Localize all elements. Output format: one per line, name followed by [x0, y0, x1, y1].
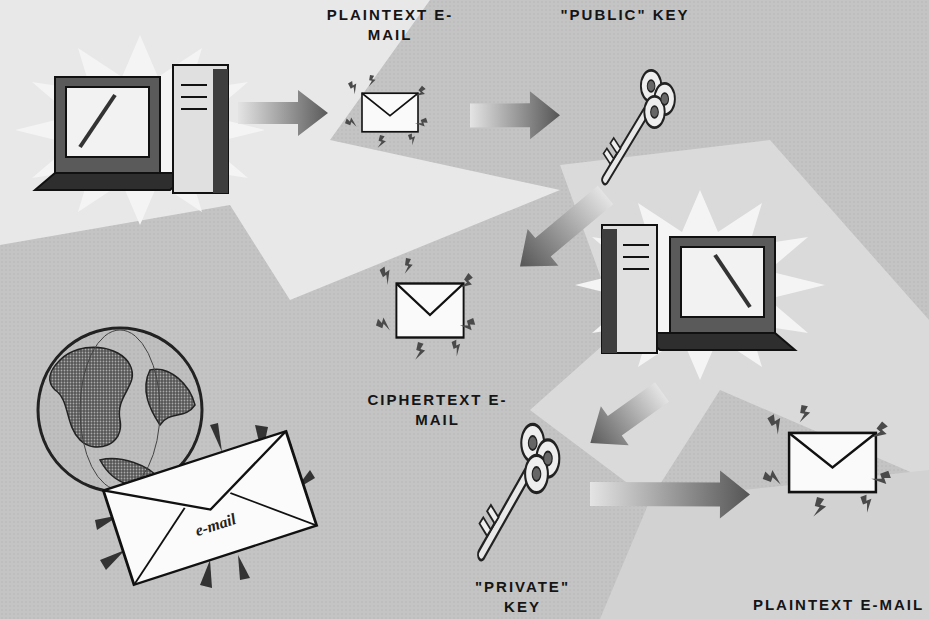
key-bow-hole: [532, 467, 541, 481]
flow-arrow: [520, 186, 613, 267]
light-zigzag-band: [0, 0, 560, 300]
node-label: PLAINTEXT E-MAIL: [310, 5, 470, 45]
envelope-node: PLAINTEXT E-MAIL: [750, 400, 927, 615]
flow-arrow-shape: [576, 372, 676, 462]
envelope-flap: [789, 433, 876, 468]
envelope-fold: [230, 471, 316, 548]
node-label: "PRIVATE" KEY: [455, 577, 590, 617]
lightning-bolt: [414, 86, 427, 101]
lightning-bolt: [368, 75, 376, 87]
node-label: CIPHERTEXT E-MAIL: [355, 390, 520, 430]
key-node: "PRIVATE" KEY: [455, 412, 590, 617]
envelope-body: [103, 431, 316, 585]
lightning-bolt: [348, 80, 360, 95]
computer-base: [640, 333, 795, 350]
key-bow-hole: [651, 106, 659, 118]
lightning-bolt: [763, 468, 784, 486]
lightning-bolt: [860, 493, 875, 513]
key-bow-hole: [544, 452, 553, 466]
drive-slot: [181, 84, 207, 86]
lightning-bolt: [812, 497, 828, 519]
envelope-fold: [116, 508, 202, 585]
envelope-node: CIPHERTEXT E-MAIL: [355, 258, 520, 430]
node-label: "PUBLIC" KEY: [560, 5, 690, 25]
starburst-shape: [575, 190, 825, 380]
lightning-bolt: [377, 135, 387, 149]
lightning-bolt: [415, 118, 429, 130]
key-bow-hole: [661, 93, 669, 105]
globe-land: [146, 369, 195, 425]
label-group: CIPHERTEXT E-MAIL: [355, 390, 520, 430]
ray: [238, 555, 250, 580]
tower-side: [213, 69, 228, 193]
monitor-body: [670, 237, 775, 333]
node-label: PLAINTEXT E-MAIL: [750, 595, 927, 615]
monitor-body: [55, 77, 160, 173]
computer-icon: [35, 65, 228, 193]
ray: [210, 423, 222, 452]
globe-meridian: [80, 330, 160, 490]
starburst: [575, 190, 825, 380]
flow-arrow: [238, 90, 328, 136]
computer-tower: [602, 225, 657, 353]
lightning-bolt: [414, 342, 426, 362]
lightning-bolt: [452, 339, 463, 357]
drive-slot: [623, 244, 649, 246]
key-bow-hole: [647, 80, 655, 92]
lightning-bolt: [870, 421, 891, 444]
ray: [200, 560, 212, 588]
monitor-screen: [66, 87, 149, 157]
tower-side: [602, 229, 617, 353]
node-icon: [470, 412, 565, 567]
lightning-bolt: [404, 258, 414, 275]
computer-icon: [602, 225, 795, 353]
envelope-body: [789, 433, 876, 492]
lightning-bolt: [345, 116, 359, 128]
drive-slot: [623, 268, 649, 270]
ray: [100, 550, 125, 570]
lightning-bolt: [376, 315, 392, 331]
key-bow-hole: [528, 436, 537, 450]
node-icon: [755, 405, 910, 520]
label-group: "PUBLIC" KEY: [560, 5, 690, 25]
lightning-bolt: [767, 412, 786, 435]
key-teeth: [604, 138, 621, 164]
flow-arrow: [470, 91, 560, 139]
key-node: "PUBLIC" KEY: [560, 5, 690, 195]
drive-slot: [181, 108, 207, 110]
drive-slot: [623, 256, 649, 258]
lightning-bolt: [799, 405, 811, 424]
monitor-screen: [681, 247, 764, 317]
lightning-bolt: [871, 471, 892, 489]
screen-glare: [80, 95, 115, 147]
envelope-node: PLAINTEXT E-MAIL: [310, 5, 470, 170]
globe-land: [50, 347, 133, 447]
label-group: "PRIVATE" KEY: [455, 577, 590, 617]
screen-glare: [715, 255, 750, 307]
node-icon: [370, 258, 490, 363]
node-icon: [595, 60, 680, 190]
lightning-bolt: [459, 273, 475, 294]
flow-arrow-shape: [238, 90, 328, 136]
envelope-flap: [362, 93, 418, 116]
label-group: PLAINTEXT E-MAIL: [310, 5, 470, 45]
flow-arrow: [576, 372, 676, 462]
drive-slot: [181, 96, 207, 98]
lightning-bolt: [460, 318, 476, 334]
flow-arrow: [590, 471, 750, 519]
lightning-bolt: [408, 133, 418, 146]
starburst: [15, 35, 265, 225]
computer-tower: [173, 65, 228, 193]
envelope-body: [396, 284, 463, 338]
key-teeth: [480, 505, 499, 536]
lightning-bolt: [380, 265, 395, 286]
label-group: PLAINTEXT E-MAIL: [750, 595, 927, 615]
envelope-body: [362, 93, 418, 132]
starburst-shape: [15, 35, 265, 225]
envelope-flap: [396, 284, 463, 316]
node-icon: [340, 75, 440, 150]
computer-base: [35, 173, 190, 190]
